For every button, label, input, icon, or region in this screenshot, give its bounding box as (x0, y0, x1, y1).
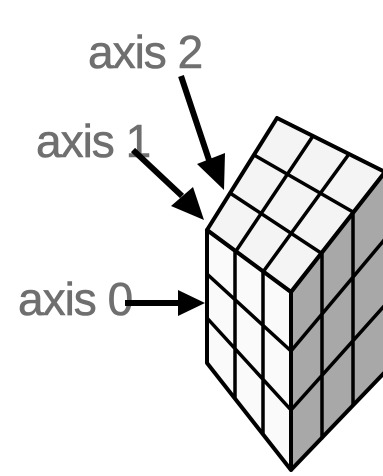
cube (205, 116, 383, 472)
axis-1-arrow (130, 147, 204, 220)
axis-0-arrow (125, 290, 205, 316)
axis-0-label: axis 0 (18, 273, 132, 325)
axis-1-label: axis 1 (36, 115, 150, 167)
axis-2-label: axis 2 (88, 26, 202, 78)
axis-2-arrow (178, 75, 225, 190)
cube-front-face (207, 230, 291, 470)
